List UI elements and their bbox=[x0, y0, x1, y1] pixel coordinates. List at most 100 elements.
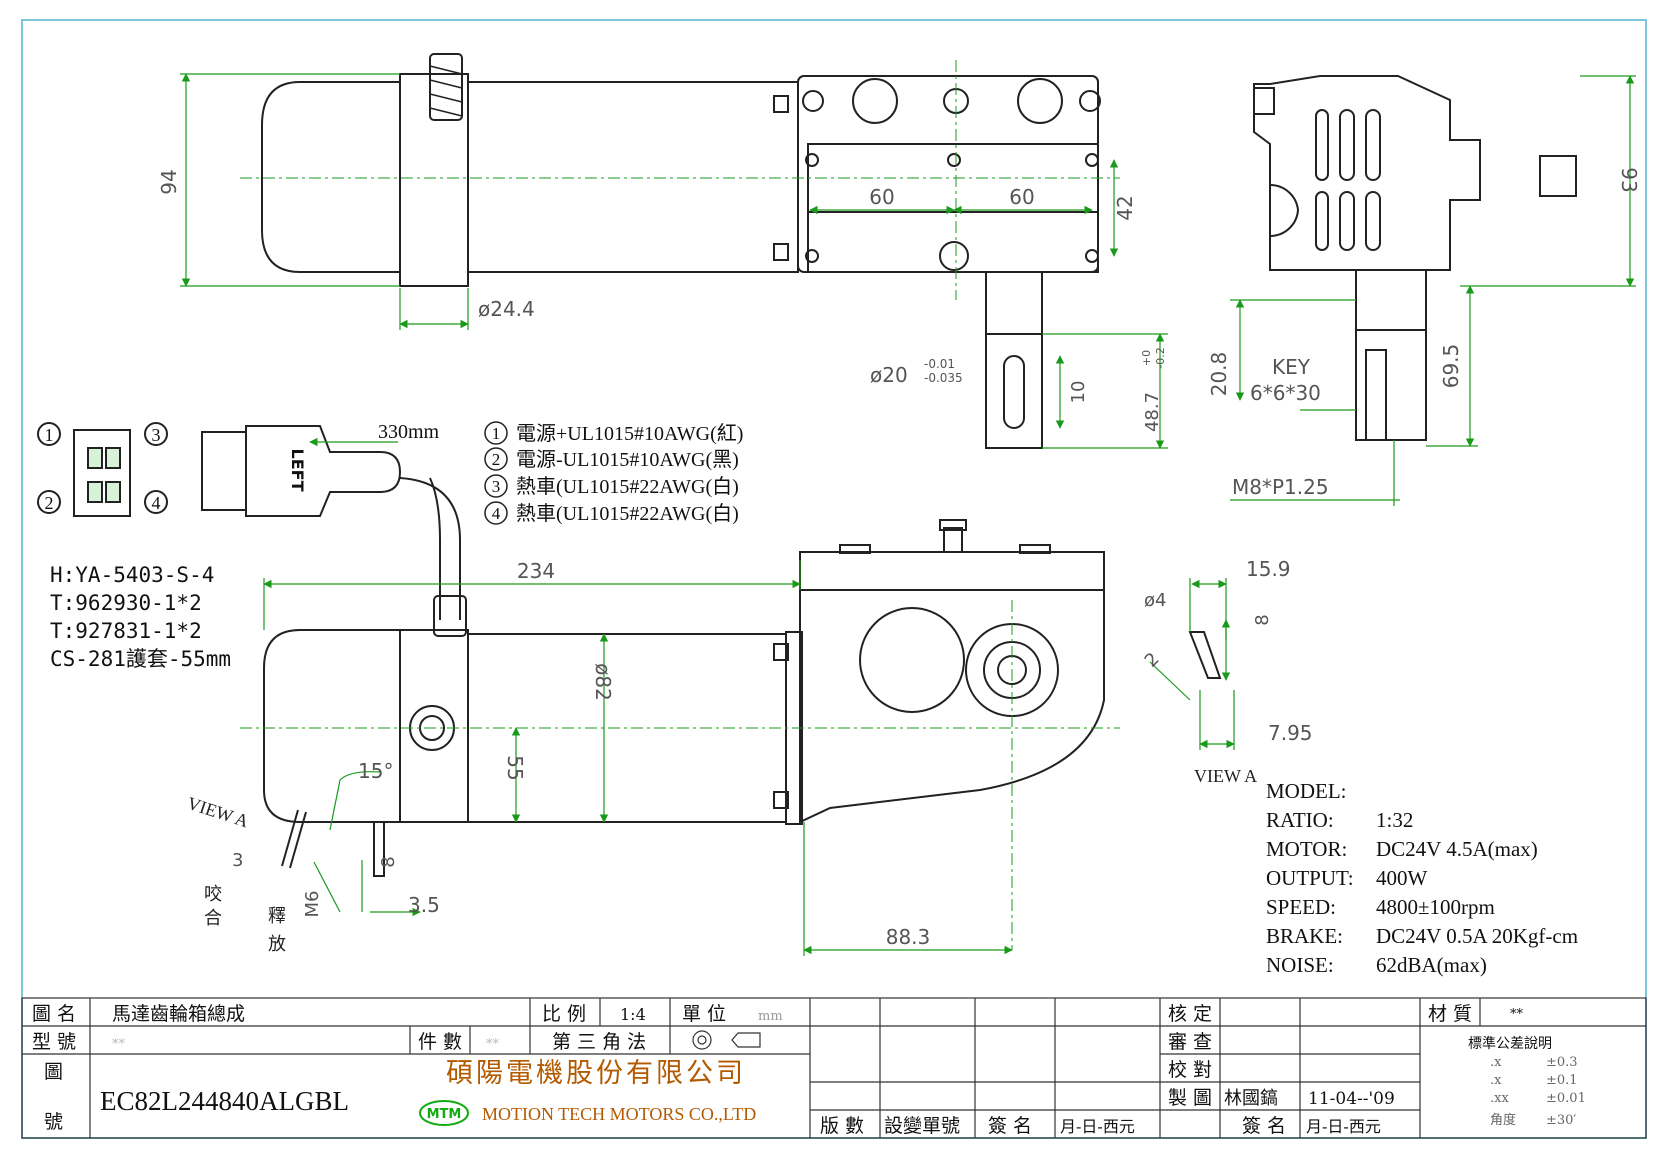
dim-3: 3 bbox=[232, 850, 243, 871]
wire-3-text: 熱車(UL1015#22AWG(白) bbox=[516, 475, 739, 498]
tb-tolerance-title: 標準公差說明 bbox=[1468, 1035, 1552, 1052]
gearbox-front bbox=[799, 551, 1105, 824]
spec-value-ratio: 1:32 bbox=[1376, 808, 1413, 832]
tb-drawing-no: EC82L244840ALGBL bbox=[100, 1086, 349, 1116]
wire-1-num: 1 bbox=[492, 424, 501, 443]
wire-1-text: 電源+UL1015#10AWG(紅) bbox=[516, 422, 743, 445]
cable-gland-top bbox=[429, 53, 463, 121]
dim-48-7-tol-upper: +0 bbox=[1140, 350, 1153, 366]
motor-end-cap bbox=[261, 81, 400, 273]
spec-value-motor: DC24V 4.5A(max) bbox=[1376, 837, 1538, 861]
tb-tol-val-1: ±0.3 bbox=[1546, 1055, 1578, 1070]
dim-8-lever: 8 bbox=[378, 856, 399, 867]
wire-2-num: 2 bbox=[492, 450, 501, 469]
keyway-top bbox=[1003, 355, 1025, 429]
pin-1: 1 bbox=[45, 425, 54, 445]
tb-name-value: 馬達齒輪箱總成 bbox=[112, 1003, 245, 1025]
projection-symbol bbox=[692, 1030, 761, 1050]
dim-234: 234 bbox=[517, 559, 555, 583]
spec-value-brake: DC24V 0.5A 20Kgf-cm bbox=[1376, 924, 1578, 948]
tb-draw-label: 製 圖 bbox=[1168, 1087, 1212, 1109]
spec-label-brake: BRAKE: bbox=[1266, 924, 1343, 948]
motor-ring bbox=[399, 73, 469, 287]
dim-60-right: 60 bbox=[1009, 185, 1034, 209]
dim-55: 55 bbox=[503, 755, 527, 780]
thread-size: M8*P1.25 bbox=[1232, 475, 1329, 499]
tb-date-label-2: 月-日-西元 bbox=[1306, 1117, 1381, 1136]
front-gland bbox=[433, 595, 467, 637]
dim-48-7: 48.7 bbox=[1142, 392, 1163, 432]
dim-15-9: 15.9 bbox=[1246, 557, 1291, 581]
spec-value-noise: 62dBA(max) bbox=[1376, 953, 1487, 977]
dim-69-5: 69.5 bbox=[1439, 344, 1463, 389]
view-a-detail bbox=[1188, 631, 1222, 679]
dim-88-3: 88.3 bbox=[886, 925, 931, 949]
front-view-centerlines bbox=[240, 600, 1120, 950]
tb-company-logo: MTM bbox=[427, 1107, 462, 1122]
tb-drawing-no-label-2: 號 bbox=[44, 1111, 63, 1133]
tb-company-zh: 碩陽電機股份有限公司 bbox=[446, 1058, 746, 1089]
dim-m6: M6 bbox=[302, 891, 323, 918]
key-size: 6*6*30 bbox=[1250, 381, 1321, 405]
tb-tol-val-4: ±30′ bbox=[1546, 1113, 1576, 1128]
tb-scale-value: 1:4 bbox=[620, 1005, 646, 1024]
dim-shaft-tol-upper: -0.01 bbox=[924, 357, 955, 371]
spec-label-speed: SPEED: bbox=[1266, 895, 1336, 919]
front-gear-large bbox=[859, 607, 965, 713]
connector-spec-4: CS-281護套-55mm bbox=[50, 647, 231, 671]
tb-material-value: ** bbox=[1510, 1007, 1524, 1022]
dim-42: 42 bbox=[1113, 195, 1137, 220]
side-view bbox=[1253, 75, 1577, 441]
tb-tol-key-3: .xx bbox=[1490, 1091, 1509, 1106]
connector-spec-2: T:962930-1*2 bbox=[50, 591, 202, 615]
wire-2-text: 電源-UL1015#10AWG(黑) bbox=[516, 448, 739, 471]
tb-review-label: 審 查 bbox=[1168, 1031, 1212, 1053]
front-motor-cap bbox=[263, 629, 400, 823]
connector-housing bbox=[201, 425, 461, 620]
spec-label-model: MODEL: bbox=[1266, 779, 1347, 803]
release2-label: 放 bbox=[268, 934, 286, 955]
left-tag: LEFT bbox=[288, 449, 307, 492]
spec-label-noise: NOISE: bbox=[1266, 953, 1334, 977]
dim-3-5: 3.5 bbox=[408, 893, 440, 917]
tb-material-label: 材 質 bbox=[1428, 1003, 1472, 1025]
tb-model-value: ** bbox=[112, 1037, 126, 1052]
pin-3: 3 bbox=[152, 425, 161, 445]
wire-4-text: 熱車(UL1015#22AWG(白) bbox=[516, 502, 739, 525]
motor-body bbox=[467, 81, 799, 273]
tb-company-en: MOTION TECH MOTORS CO.,LTD bbox=[482, 1104, 756, 1124]
view-a-lever bbox=[281, 809, 299, 867]
front-view bbox=[263, 519, 1105, 877]
tb-sign-label-2: 簽 名 bbox=[1242, 1115, 1286, 1137]
tb-tol-val-3: ±0.01 bbox=[1546, 1091, 1586, 1106]
tb-tol-key-4: 角度 bbox=[1490, 1112, 1516, 1128]
top-view-dimensions bbox=[180, 73, 1168, 449]
tb-rev-label: 版 數 bbox=[820, 1115, 864, 1137]
spec-label-motor: MOTOR: bbox=[1266, 837, 1347, 861]
dim-82: ø82 bbox=[591, 663, 615, 701]
tb-change-no-label: 設變單號 bbox=[884, 1115, 960, 1137]
top-view-centerlines bbox=[240, 60, 1120, 300]
front-view-dimensions bbox=[263, 560, 1013, 956]
dim-60-left: 60 bbox=[869, 185, 894, 209]
view-a-detail-label: VIEW A bbox=[1194, 766, 1257, 786]
tb-tol-key-2: .x bbox=[1490, 1073, 1502, 1088]
tb-draw-date: 11-04--'09 bbox=[1308, 1089, 1395, 1109]
spec-value-output: 400W bbox=[1376, 866, 1428, 890]
dim-94: 94 bbox=[157, 169, 181, 194]
pin-2: 2 bbox=[45, 493, 54, 513]
tb-date-label: 月-日-西元 bbox=[1060, 1117, 1135, 1136]
cable-length: 330mm bbox=[378, 421, 440, 443]
view-a-label: VIEW A bbox=[185, 793, 251, 832]
together-label: 合 bbox=[204, 908, 222, 929]
dim-15-deg: 15° bbox=[358, 759, 393, 783]
tb-tol-key-1: .x bbox=[1490, 1055, 1502, 1070]
tb-scale-label: 比 例 bbox=[542, 1003, 586, 1025]
gearbox-flange bbox=[807, 143, 1099, 273]
tb-projection: 第 三 角 法 bbox=[552, 1031, 646, 1053]
tb-sign-label: 簽 名 bbox=[988, 1115, 1032, 1137]
top-view bbox=[261, 53, 1101, 449]
title-block-grid bbox=[21, 997, 1647, 1139]
tb-qty-label: 件 數 bbox=[418, 1031, 462, 1053]
